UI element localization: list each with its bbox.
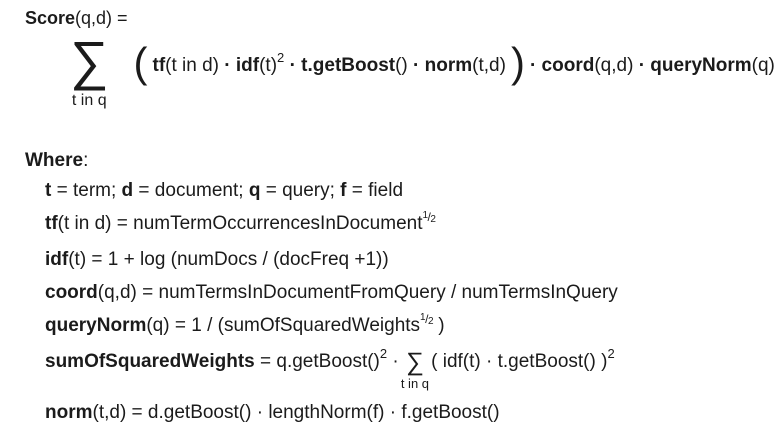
sigma-icon: ∑ xyxy=(406,348,424,376)
definition-sumofsquaredweights: sumOfSquaredWeights = q.getBoost()2 · ∑t… xyxy=(45,346,618,392)
formula-expression: ( tf(t in d) · idf(t)2 · t.getBoost() · … xyxy=(129,40,775,92)
score-formula: ∑ t in q ( tf(t in d) · idf(t)2 · t.getB… xyxy=(70,31,775,110)
summation-range-label: t in q xyxy=(71,92,107,109)
close-paren: ) xyxy=(510,39,525,86)
sum-pre-terms: sumOfSquaredWeights = q.getBoost()2 · xyxy=(45,346,405,372)
definition-norm: norm(t,d) = d.getBoost() · lengthNorm(f)… xyxy=(45,402,500,423)
summation-range-label: t in q xyxy=(400,376,430,391)
definition-tf: tf(t in d) = numTermOccurrencesInDocumen… xyxy=(45,210,436,234)
definition-querynorm: queryNorm(q) = 1 / (sumOfSquaredWeights1… xyxy=(45,312,445,336)
sigma-icon: ∑ xyxy=(70,31,109,91)
definition-coord: coord(q,d) = numTermsInDocumentFromQuery… xyxy=(45,282,618,303)
formula-inner-terms: tf(t in d) · idf(t)2 · t.getBoost() · no… xyxy=(152,50,506,76)
definitions-list: t = term; d = document; q = query; f = f… xyxy=(45,180,618,430)
open-paren: ( xyxy=(133,39,148,86)
formula-tail-terms: · coord(q,d) · queryNorm(q) xyxy=(529,55,775,76)
score-function-header: Score(q,d) = xyxy=(25,8,128,28)
summation-symbol-inline: ∑t in q xyxy=(401,348,429,392)
summation-symbol: ∑ t in q xyxy=(70,31,109,110)
where-label: Where: xyxy=(25,150,89,171)
definition-idf: idf(t) = 1 + log (numDocs / (docFreq +1)… xyxy=(45,249,389,270)
definition-terms: t = term; d = document; q = query; f = f… xyxy=(45,180,404,201)
sum-post-terms: ( idf(t) · t.getBoost() )2 xyxy=(425,346,615,372)
